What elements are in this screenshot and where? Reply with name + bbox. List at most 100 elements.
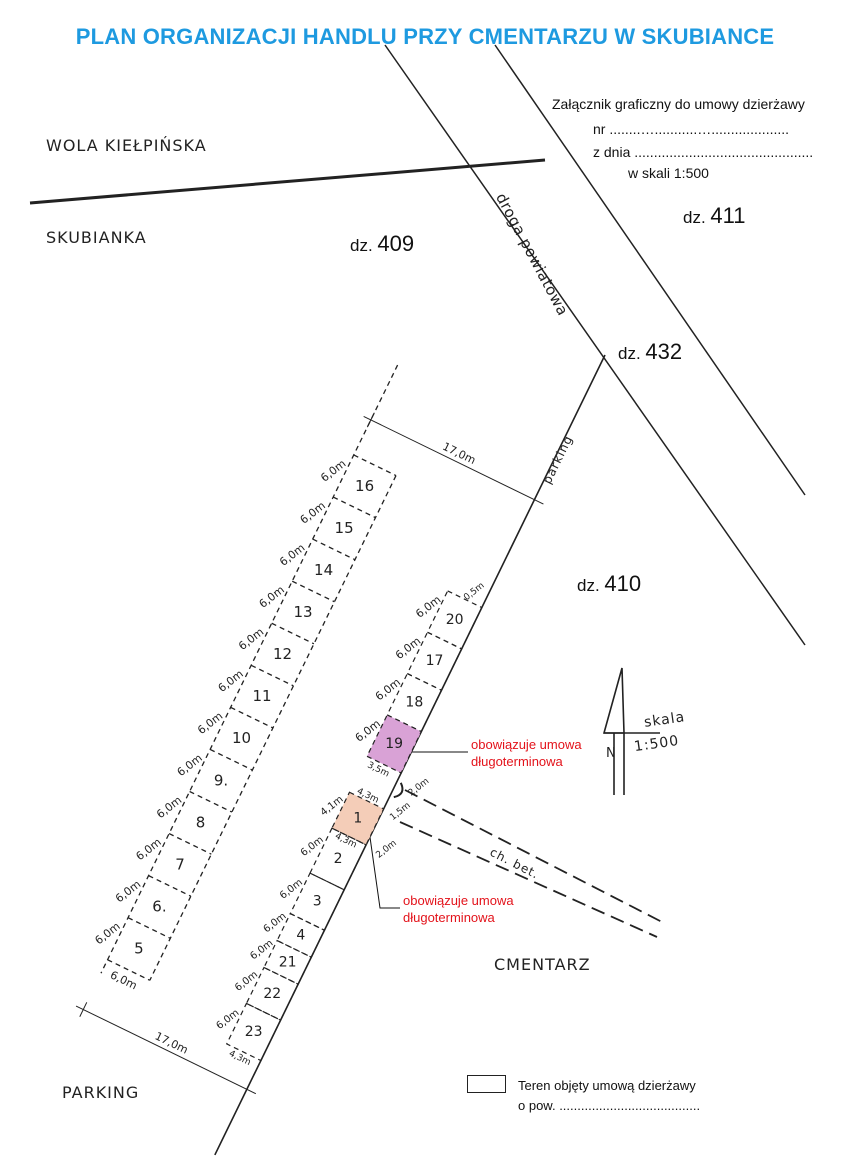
annotation-line: obowiązuje umowa (403, 893, 514, 908)
stall-dimension: 6,0m (299, 834, 326, 858)
legend-swatch (467, 1075, 506, 1093)
stall-dimension: 6,0m (175, 751, 205, 779)
dimension-tick (242, 1081, 251, 1097)
annotation-line: obowiązuje umowa (471, 737, 582, 752)
stall-divider (250, 664, 294, 687)
dimension-tick (366, 412, 375, 428)
stall-9: 9. (214, 771, 228, 789)
parcel-prefix: dz. (350, 236, 373, 255)
parcel-number: 411 (710, 203, 746, 228)
stall-label-1: 1 (353, 811, 362, 827)
dimension-2-0m: 2,0m (407, 776, 431, 798)
stall-label-17: 17 (426, 653, 444, 669)
stall-label-22: 22 (263, 986, 281, 1002)
stall-2 (309, 827, 367, 891)
stall-dimension: 6,0m (393, 634, 423, 662)
north-label: N (606, 746, 617, 761)
attachment-scale: w skali 1:500 (628, 165, 709, 181)
legend-area: o pow. .................................… (518, 1098, 701, 1113)
stall-label-21: 21 (279, 954, 297, 970)
stall-7: 7 (175, 855, 185, 873)
stall-dimension: 6,0m (134, 836, 164, 864)
stall-1 (331, 791, 385, 846)
stall-divider (291, 580, 335, 603)
left-column-inner-edge (149, 475, 397, 981)
north-arrow-icon (602, 667, 660, 795)
stall-divider (189, 790, 233, 813)
stall-21 (263, 939, 313, 985)
parcel-number: 432 (645, 339, 683, 364)
road-edge-east (494, 44, 806, 496)
stall-5: 5 (134, 940, 144, 958)
attachment-title: Załącznik graficzny do umowy dzierżawy (552, 96, 805, 112)
path-edge-north (404, 789, 663, 923)
stall-6: 6. (152, 897, 166, 915)
stall-23 (225, 1002, 282, 1062)
parcel-409: dz. 409 (350, 231, 414, 257)
annotation-line: długoterminowa (403, 910, 495, 925)
stall-dimension: 6,0m (262, 911, 289, 935)
stall-8: 8 (196, 813, 206, 831)
stall-dimension: 6,0m (298, 499, 328, 527)
stall-divider (107, 959, 151, 981)
dimension-0-5m: 0,5m (462, 581, 486, 603)
stall-dimension: 6,0m (233, 969, 260, 993)
dimension-4-3m: 4,3m (227, 1049, 252, 1068)
stall-15: 15 (335, 519, 354, 537)
page-title: PLAN ORGANIZACJI HANDLU PRZY CMENTARZU W… (75, 24, 775, 49)
stall-strip: 166,0m156,0m146,0m136,0m126,0m116,0m106,… (75, 354, 606, 1156)
attachment-date: z dnia .................................… (593, 144, 814, 160)
stall-label-3: 3 (313, 894, 322, 910)
stall-dimension: 6,0m (92, 920, 122, 948)
parcel-number: 410 (604, 571, 642, 596)
stall-4 (276, 912, 326, 958)
dimension-tick (530, 492, 539, 508)
stall-11: 11 (252, 687, 271, 705)
stall-12: 12 (273, 645, 292, 663)
width-dimension-line (75, 1005, 257, 1095)
annotation-long-term-1: obowiązuje umowa długoterminowa (403, 892, 514, 926)
stall-label-4: 4 (296, 927, 305, 943)
dimension-2-0m: 2,0m (374, 838, 398, 860)
stall-dimension: 6,0m (154, 793, 184, 821)
parcel-number: 409 (377, 231, 415, 256)
path-edge-south (399, 821, 658, 938)
stall-label-20: 20 (446, 612, 464, 628)
stall-dimension: 6,0m (277, 541, 307, 569)
stall-dimension: 6,0m (214, 1007, 241, 1031)
stall-divider (312, 538, 356, 561)
stall-label-19: 19 (385, 736, 403, 752)
stall-divider (127, 917, 171, 939)
stall-13: 13 (294, 603, 313, 621)
stall-label-18: 18 (405, 695, 423, 711)
stall-divider (209, 748, 253, 771)
label-skubianka: SKUBIANKA (46, 228, 147, 247)
label-parking: PARKING (62, 1083, 140, 1102)
stall-dimension: 6,0m (373, 676, 403, 704)
stall-dimension: 6,0m (108, 968, 139, 992)
label-wola-kielpinska: WOLA KIEŁPIŃSKA (46, 136, 207, 155)
stall-dimension: 6,0m (236, 625, 266, 653)
label-cmentarz: CMENTARZ (494, 955, 591, 974)
legend: Teren objęty umową dzierżawy o pow. ....… (518, 1076, 700, 1116)
annotation-line: długoterminowa (471, 754, 563, 769)
parcel-410: dz. 410 (577, 571, 641, 597)
stall-14: 14 (314, 561, 333, 579)
parcel-prefix: dz. (683, 208, 706, 227)
legend-label: Teren objęty umową dzierżawy (518, 1078, 696, 1093)
stall-label-2: 2 (334, 851, 343, 867)
stall-divider (332, 496, 376, 519)
stall-dimension: 6,0m (413, 593, 443, 621)
stall-dimension: 6,0m (216, 667, 246, 695)
stall-dimension: 6,0m (318, 457, 348, 485)
parcel-432: dz. 432 (618, 339, 682, 365)
dimension-tick (79, 1002, 88, 1017)
attachment-number: nr ........…...........…................… (593, 121, 790, 137)
stall-dimension: 6,0m (248, 938, 275, 962)
road-edge-west (384, 44, 806, 646)
stall-divider (353, 454, 397, 477)
parcel-411: dz. 411 (683, 203, 746, 229)
stall-divider (148, 875, 192, 897)
